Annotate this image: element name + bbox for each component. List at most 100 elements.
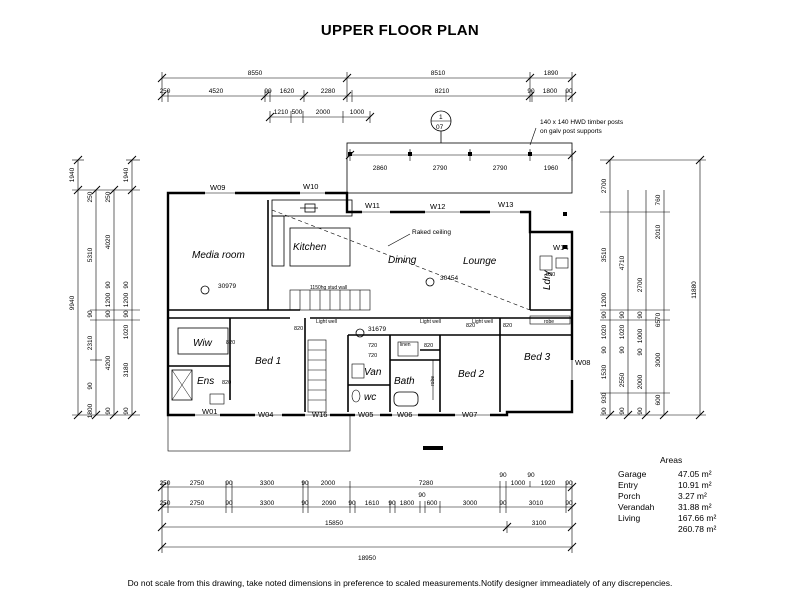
door-dim: 820: [546, 272, 555, 278]
door-dim: 820: [222, 380, 231, 386]
dim-bottom: 7280: [419, 480, 434, 487]
room-kitchen: Kitchen: [293, 242, 327, 253]
dim-bottom: 90: [527, 472, 535, 479]
dim-bottom: 90: [301, 480, 309, 487]
dim-bottom: 1920: [541, 480, 556, 487]
window-w10: W10: [303, 182, 318, 191]
area-row: Garage 47.05 m²: [618, 469, 728, 480]
dim-bottom: 3300: [260, 480, 275, 487]
room-media: Media room: [192, 250, 245, 261]
post-note-line1: 140 x 140 HWD timber posts: [540, 119, 624, 126]
room-bath: Bath: [394, 376, 415, 387]
dim-left: 4200: [105, 355, 112, 370]
window-w12: W12: [430, 202, 445, 211]
dim-left: 90: [123, 281, 130, 289]
dim-bottom: 90: [565, 480, 573, 487]
area-value: 31.88 m²: [678, 502, 712, 512]
dim-right: 4710: [619, 255, 626, 270]
dim-bottom: 3000: [463, 500, 478, 507]
dim-left: 1200: [123, 292, 130, 307]
door-dim: 820: [294, 326, 303, 332]
dim-right: 6570: [655, 312, 662, 327]
area-value: 47.05 m²: [678, 469, 712, 479]
dim-bottom: 3100: [532, 520, 547, 527]
linen-label: linen: [400, 342, 411, 348]
dim-top: 90: [565, 88, 573, 95]
dim-top: 1000: [350, 109, 365, 116]
dim-bottom: 90: [225, 500, 233, 507]
dim-top: 8550: [248, 70, 263, 77]
light-well-2: Light well: [420, 319, 441, 325]
section-marker-bottom: 07: [436, 124, 444, 131]
dim-top: 2860: [373, 165, 388, 172]
light-well-1: Light well: [316, 319, 337, 325]
dim-right: 90: [601, 407, 608, 415]
dim-bottom: 1000: [511, 480, 526, 487]
dim-top: 90: [264, 88, 272, 95]
room-dining: Dining: [388, 255, 417, 266]
door-dim: 820: [424, 343, 433, 349]
post-note-line2: on galv post supports: [540, 128, 603, 135]
page-title: UPPER FLOOR PLAN: [320, 22, 480, 39]
dim-left: 9940: [69, 295, 76, 310]
dim-top: 1890: [544, 70, 559, 77]
dim-left: 1200: [105, 292, 112, 307]
area-value-total: 260.78 m²: [678, 524, 717, 534]
dim-right: 2700: [601, 178, 608, 193]
dim-top: 2790: [493, 165, 508, 172]
dim-right: 11880: [691, 281, 698, 299]
window-w04: W04: [258, 410, 273, 419]
dim-left: 5310: [87, 247, 94, 262]
dim-right: 90: [619, 346, 626, 354]
dim-right: 1200: [601, 292, 608, 307]
dim-left: 90: [123, 310, 130, 318]
area-row-total: 260.78 m²: [618, 524, 728, 535]
area-label: Garage: [618, 469, 647, 479]
room-bed1: Bed 1: [255, 356, 281, 367]
area-row: Living 167.66 m²: [618, 513, 728, 524]
window-w05: W05: [358, 410, 373, 419]
window-w13: W13: [498, 200, 513, 209]
dim-right: 2700: [637, 277, 644, 292]
dim-left: 90: [105, 407, 112, 415]
room-wiw: Wiw: [193, 338, 213, 349]
dim-bottom: 3010: [529, 500, 544, 507]
dim-right: 90: [619, 311, 626, 319]
area-value: 167.66 m²: [678, 513, 717, 523]
dim-bottom: 90: [499, 472, 507, 479]
dim-bottom: 1800: [400, 500, 415, 507]
areas-heading: Areas: [660, 455, 683, 465]
dim-right: 1530: [601, 364, 608, 379]
window-w09: W09: [210, 183, 225, 192]
dim-bottom: 18950: [358, 555, 376, 562]
area-label: Entry: [618, 480, 638, 490]
dim-left: 4020: [105, 234, 112, 249]
dim-right: 90: [619, 407, 626, 415]
dim-top: 2000: [316, 109, 331, 116]
door-dim: 820: [226, 340, 235, 346]
dim-bottom: 90: [225, 480, 233, 487]
dim-top: 2790: [433, 165, 448, 172]
dim-top: 500: [292, 109, 303, 116]
dim-left: 90: [123, 407, 130, 415]
dim-left: 2310: [87, 335, 94, 350]
dim-bottom: 90: [565, 500, 573, 507]
window-w08: W08: [575, 358, 590, 367]
dim-top: 1960: [544, 165, 559, 172]
dim-right: 1000: [637, 328, 644, 343]
window-w14: W14: [553, 243, 568, 252]
room-bed2: Bed 2: [458, 369, 485, 380]
door-dim: 720: [368, 343, 377, 349]
window-w16: W16: [312, 410, 327, 419]
room-bed3: Bed 3: [524, 352, 551, 363]
dim-left: 1940: [123, 167, 130, 182]
dim-bottom: 2750: [190, 480, 205, 487]
area-label: Verandah: [618, 502, 655, 512]
dim-bottom: 90: [418, 492, 426, 499]
level-hall: 31679: [368, 326, 386, 333]
dim-bottom: 90: [388, 500, 396, 507]
dim-bottom: 90: [499, 500, 507, 507]
dim-left: 90: [105, 310, 112, 318]
dim-left: 90: [105, 281, 112, 289]
